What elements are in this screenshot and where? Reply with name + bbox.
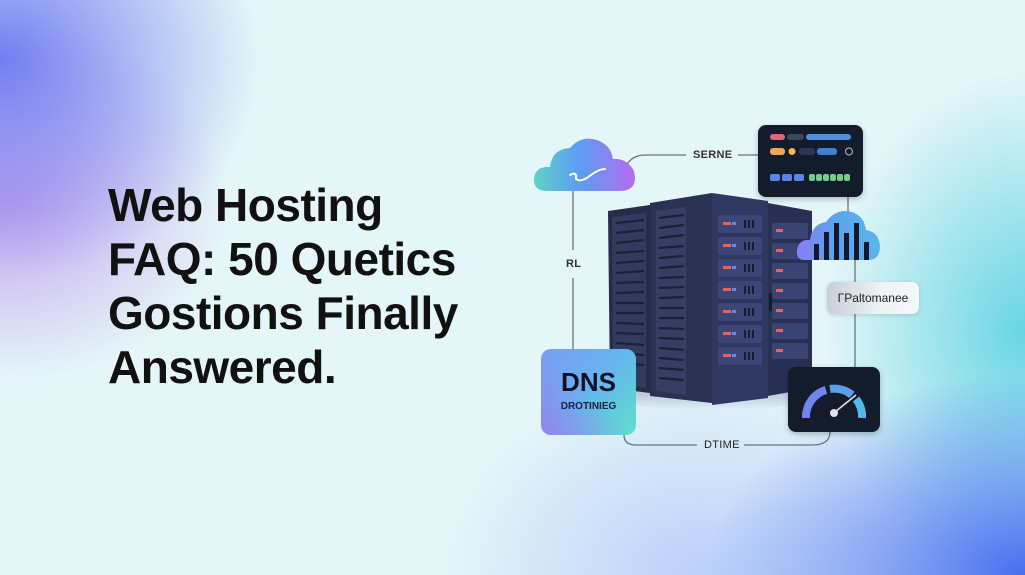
- dns-subtitle: DROTINIEG: [560, 401, 617, 412]
- headline-line-1: Web Hosting: [108, 179, 383, 231]
- connector-label-left: RL: [566, 258, 582, 270]
- server-rack-icon: [608, 193, 812, 410]
- speedometer-icon: [788, 367, 880, 432]
- cloud-sync-icon: [533, 138, 635, 191]
- connector-label-top: SERNE: [693, 149, 733, 161]
- dashboard-panel-icon: [758, 125, 863, 197]
- headline-line-4: Answered.: [108, 341, 337, 393]
- performance-label: ΓPaltomanee: [837, 291, 909, 305]
- dns-title: DNS: [561, 367, 616, 397]
- headline-line-3: Gostions Finally: [108, 287, 458, 339]
- performance-card: ΓPaltomanee: [827, 282, 919, 314]
- headline-line-2: FAQ: 50 Quetics: [108, 233, 456, 285]
- cloud-bar-chart-icon: [796, 211, 880, 260]
- dns-card: DNS DROTINIEG: [541, 349, 636, 435]
- connector-label-bottom: DTIME: [704, 439, 740, 451]
- page-headline: Web Hosting FAQ: 50 Quetics Gostions Fin…: [108, 178, 458, 394]
